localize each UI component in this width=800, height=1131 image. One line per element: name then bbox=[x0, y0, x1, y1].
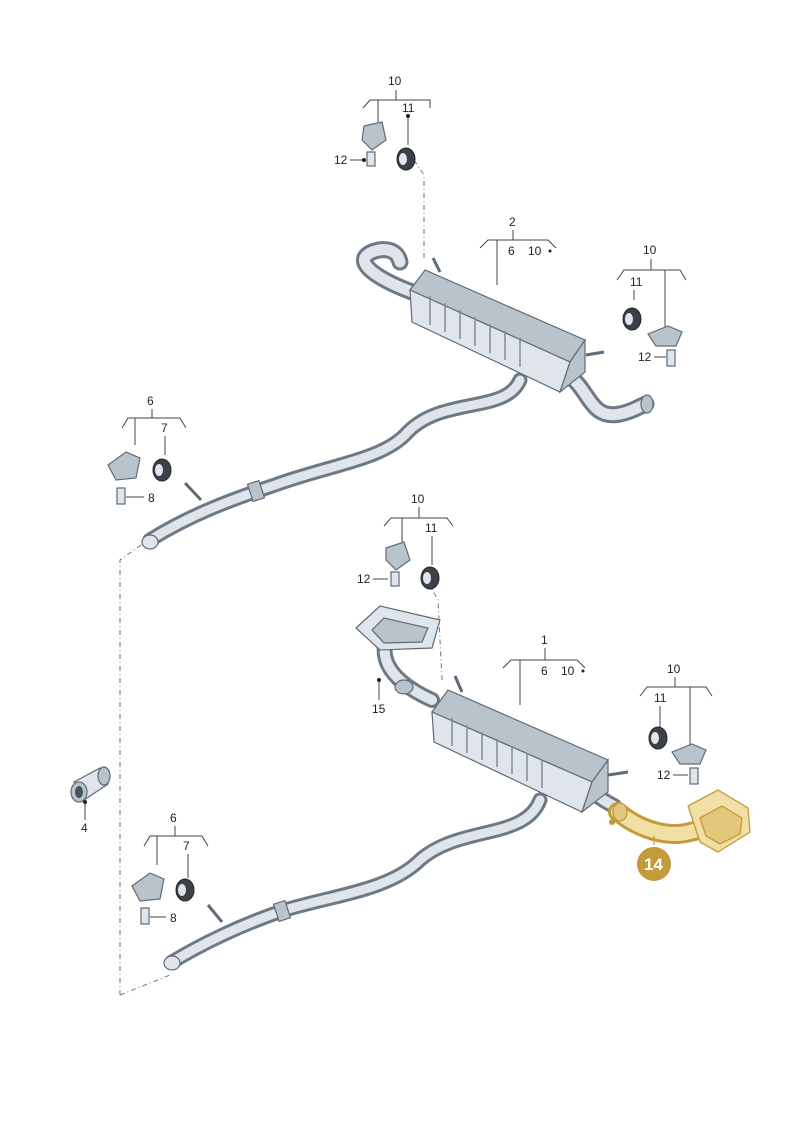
label-bottom-left-bolt: 8 bbox=[170, 911, 177, 925]
top-right-bolt bbox=[666, 349, 676, 367]
bottom-tailpipe-clamp bbox=[394, 679, 414, 695]
label-top-main-sub-2: 10 bbox=[528, 244, 542, 258]
bottom-pipe-inlet bbox=[163, 955, 181, 971]
label-top-upper-group: 10 bbox=[388, 74, 402, 88]
label-top-left-hanger: 7 bbox=[161, 421, 168, 435]
top-left-mount: 6 7 8 bbox=[107, 394, 187, 505]
label-top-right-bolt: 12 bbox=[638, 350, 652, 364]
label-tailpipe-left: 15 bbox=[372, 702, 386, 716]
top-exhaust-assembly bbox=[141, 241, 655, 550]
label-bottom-upper-hanger: 11 bbox=[425, 521, 438, 535]
assembly-line-left bbox=[119, 539, 149, 995]
bottom-muffler-callout: 1 6 10 bbox=[502, 633, 586, 705]
clamp-part: 4 bbox=[70, 766, 111, 835]
top-upper-mount: 10 11 12 bbox=[334, 74, 431, 171]
bottom-upper-mount: 10 11 12 bbox=[357, 492, 454, 590]
label-bottom-upper-group: 10 bbox=[411, 492, 425, 506]
bottom-muffler bbox=[431, 689, 609, 814]
bottom-right-bracket bbox=[671, 743, 707, 765]
assembly-line-top bbox=[413, 159, 425, 260]
bottom-right-bolt bbox=[689, 767, 699, 785]
bottom-upper-bracket bbox=[385, 541, 411, 571]
label-bottom-right-hanger: 11 bbox=[654, 691, 667, 705]
bottom-left-bracket bbox=[131, 872, 165, 902]
bottom-exhaust-assembly bbox=[163, 605, 629, 971]
label-clamp: 4 bbox=[81, 821, 88, 835]
bottom-left-bolt bbox=[140, 907, 150, 925]
label-bottom-right-group: 10 bbox=[667, 662, 681, 676]
bottom-right-mount: 10 11 12 bbox=[639, 662, 713, 785]
top-left-bracket bbox=[107, 451, 141, 481]
bottom-left-mount: 6 7 8 bbox=[131, 811, 209, 925]
top-right-bracket bbox=[647, 325, 683, 347]
label-bottom-main: 1 bbox=[541, 633, 548, 647]
label-bottom-upper-bolt: 12 bbox=[357, 572, 371, 586]
assembly-line-foot bbox=[119, 974, 171, 996]
tailpipe-callout: 15 bbox=[372, 678, 386, 716]
label-top-right-hanger: 11 bbox=[630, 275, 643, 289]
top-upper-bracket bbox=[361, 121, 387, 151]
callout-badge[interactable] bbox=[635, 845, 673, 883]
top-pipe-inlet bbox=[141, 534, 159, 550]
label-top-right-group: 10 bbox=[643, 243, 657, 257]
label-top-left-bolt: 8 bbox=[148, 491, 155, 505]
label-top-main-sub-1: 6 bbox=[508, 244, 515, 258]
label-bottom-left-group: 6 bbox=[170, 811, 177, 825]
callout-badge-label: 14 bbox=[644, 855, 663, 874]
top-outlet-tip bbox=[640, 394, 654, 414]
label-top-upper-bolt: 12 bbox=[334, 153, 348, 167]
label-bottom-left-hanger: 7 bbox=[183, 839, 190, 853]
label-top-upper-hanger: 11 bbox=[402, 101, 415, 115]
top-upper-bolt bbox=[366, 151, 376, 167]
label-top-left-group: 6 bbox=[147, 394, 154, 408]
top-muffler-callout: 2 6 10 bbox=[479, 215, 557, 285]
assembly-line-bottom bbox=[427, 581, 443, 681]
label-top-main: 2 bbox=[509, 215, 516, 229]
label-bottom-main-sub-2: 10 bbox=[561, 664, 575, 678]
label-bottom-right-bolt: 12 bbox=[657, 768, 671, 782]
top-right-mount: 10 11 12 bbox=[616, 243, 687, 367]
top-left-bolt bbox=[116, 487, 126, 505]
highlighted-part-14[interactable]: 14 bbox=[608, 789, 751, 883]
top-muffler bbox=[409, 269, 586, 394]
label-bottom-main-sub-1: 6 bbox=[541, 664, 548, 678]
top-pipe-joint bbox=[246, 479, 266, 503]
bottom-upper-bolt bbox=[390, 571, 400, 587]
bottom-pipe-joint bbox=[272, 899, 292, 923]
